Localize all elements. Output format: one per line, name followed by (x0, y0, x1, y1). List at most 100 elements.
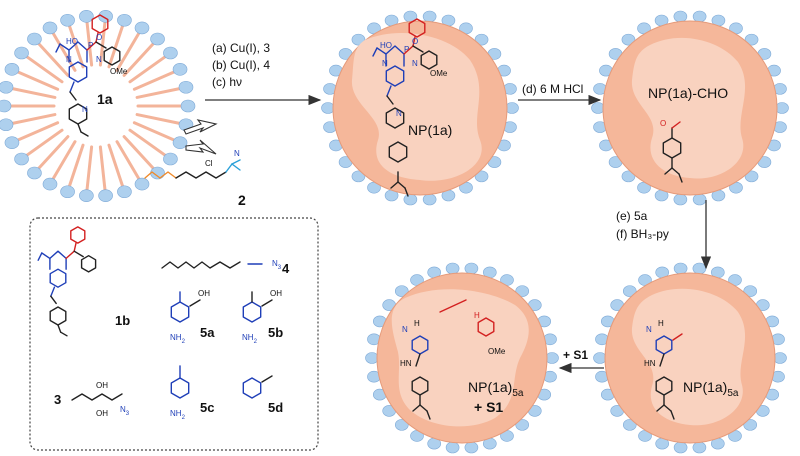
surfactant-tail (67, 24, 85, 69)
particle-surface-bead (622, 419, 637, 431)
particle-surface-bead (692, 193, 707, 206)
surfactant-headgroup (4, 136, 20, 149)
particle-surface-bead (673, 193, 688, 206)
surfactant-headgroup (0, 99, 12, 113)
nanoparticle-np-1a-5a (593, 262, 787, 454)
surfactant-headgroup (14, 152, 29, 166)
surfactant-tail (24, 54, 64, 84)
compound-4-label: 4 (282, 261, 290, 276)
surfactant-tail (24, 128, 64, 158)
particle-surface-bead (515, 419, 530, 431)
step-f-label: (f) BH₃-py (616, 227, 669, 241)
nanoparticle-np-1a-cho (591, 10, 789, 206)
atom-label: OH (198, 289, 210, 298)
surfactant-tail (128, 54, 168, 84)
particle-surface-bead (464, 262, 479, 275)
particle-surface-bead (744, 33, 759, 46)
particle-surface-bead (351, 33, 366, 46)
particle-surface-bead (515, 285, 530, 297)
nanoparticle-np-1a-5a-s1 (365, 262, 559, 454)
particle-surface-bead (394, 285, 409, 297)
particle-surface-bead (403, 193, 418, 206)
surfactant-headgroup (172, 63, 188, 76)
surfactant-headgroup (98, 10, 113, 23)
compound-5d-label: 5d (268, 400, 283, 415)
particle-surface-bead (474, 33, 489, 46)
atom-label: N3 (272, 259, 282, 271)
step-b-label: (b) Cu(I), 4 (212, 58, 270, 72)
atom-label: OMe (488, 347, 506, 356)
conditions-abc: (a) Cu(I), 3 (b) Cu(I), 4 (c) hν (212, 41, 270, 89)
surfactant-tail (132, 70, 177, 91)
step-d-label: (d) 6 M HCl (522, 82, 583, 96)
micelle-1a (0, 10, 196, 202)
surfactant-tail (115, 140, 141, 181)
surfactant-headgroup (42, 177, 58, 191)
nanoparticle-np-1a (321, 10, 519, 206)
surfactant-tail (135, 86, 182, 99)
surfactant-tail (122, 135, 156, 171)
atom-label: NH2 (170, 333, 186, 345)
surfactant-headgroup (42, 21, 58, 35)
np-1a-cho-name: NP(1a)-CHO (648, 85, 728, 101)
particle-surface-bead (394, 419, 409, 431)
atom-label: HO (380, 41, 392, 50)
atom-label: N (402, 325, 408, 334)
surfactant-tail (36, 135, 70, 171)
surfactant-tail (107, 24, 125, 69)
atom-label: NH2 (242, 333, 258, 345)
surfactant-headgroup (134, 21, 150, 35)
atom-label: HO (66, 37, 78, 46)
surfactant-headgroup (0, 80, 14, 94)
hollow-arrows (183, 119, 218, 155)
micelle-headgroups (0, 10, 196, 202)
particle-surface-bead (621, 33, 636, 46)
compound-5c-label: 5c (200, 400, 214, 415)
compound-legend-box (29, 217, 319, 451)
particle-surface-bead (692, 10, 707, 23)
atom-label: O (660, 119, 666, 128)
atom-label: N (66, 55, 72, 64)
surfactant-tail (85, 20, 94, 67)
particle-surface-bead (474, 170, 489, 183)
atom-label: HN (400, 359, 412, 368)
atom-label: P (88, 41, 93, 50)
particle-surface-bead (673, 441, 688, 454)
atom-label: N3 (120, 405, 130, 417)
particle-surface-bead (622, 285, 637, 297)
surfactant-headgroup (79, 10, 94, 23)
atom-label: P (404, 45, 409, 54)
particle-surface-bead (692, 262, 707, 275)
particle-surface-bead (743, 285, 758, 297)
surfactant-tail (10, 113, 57, 126)
compound-2-label: 2 (238, 192, 246, 208)
atom-label: OMe (430, 69, 448, 78)
surfactant-headgroup (117, 185, 132, 199)
atom-label: H (474, 311, 480, 320)
particle-surface-bead (422, 193, 437, 206)
particle-surface-bead (464, 441, 479, 454)
surfactant-tail (15, 121, 60, 142)
atom-label: H (414, 319, 420, 328)
surfactant-headgroup (79, 189, 94, 202)
atom-label: OH (96, 381, 108, 390)
surfactant-headgroup (60, 185, 75, 199)
step-e-label: (e) 5a (616, 209, 648, 223)
surfactant-tail (51, 31, 77, 72)
plus-s1-arrow-label: + S1 (563, 348, 588, 362)
surfactant-headgroup (180, 99, 196, 113)
surfactant-tail (115, 31, 141, 72)
atom-label: N (82, 105, 88, 114)
surfactant-headgroup (150, 32, 165, 46)
surfactant-tail (132, 121, 177, 142)
conditions-ef: (e) 5a (f) BH₃-py (616, 209, 669, 241)
np-1a-name: NP(1a) (408, 122, 452, 138)
atom-label: N (412, 59, 418, 68)
atom-label: NH2 (170, 409, 186, 421)
atom-label: HN (644, 359, 656, 368)
surfactant-tail (122, 41, 156, 77)
atom-label: N (646, 325, 652, 334)
step-a-label: (a) Cu(I), 3 (212, 41, 270, 55)
surfactant-tail (98, 20, 107, 67)
atom-label: O (96, 33, 102, 42)
